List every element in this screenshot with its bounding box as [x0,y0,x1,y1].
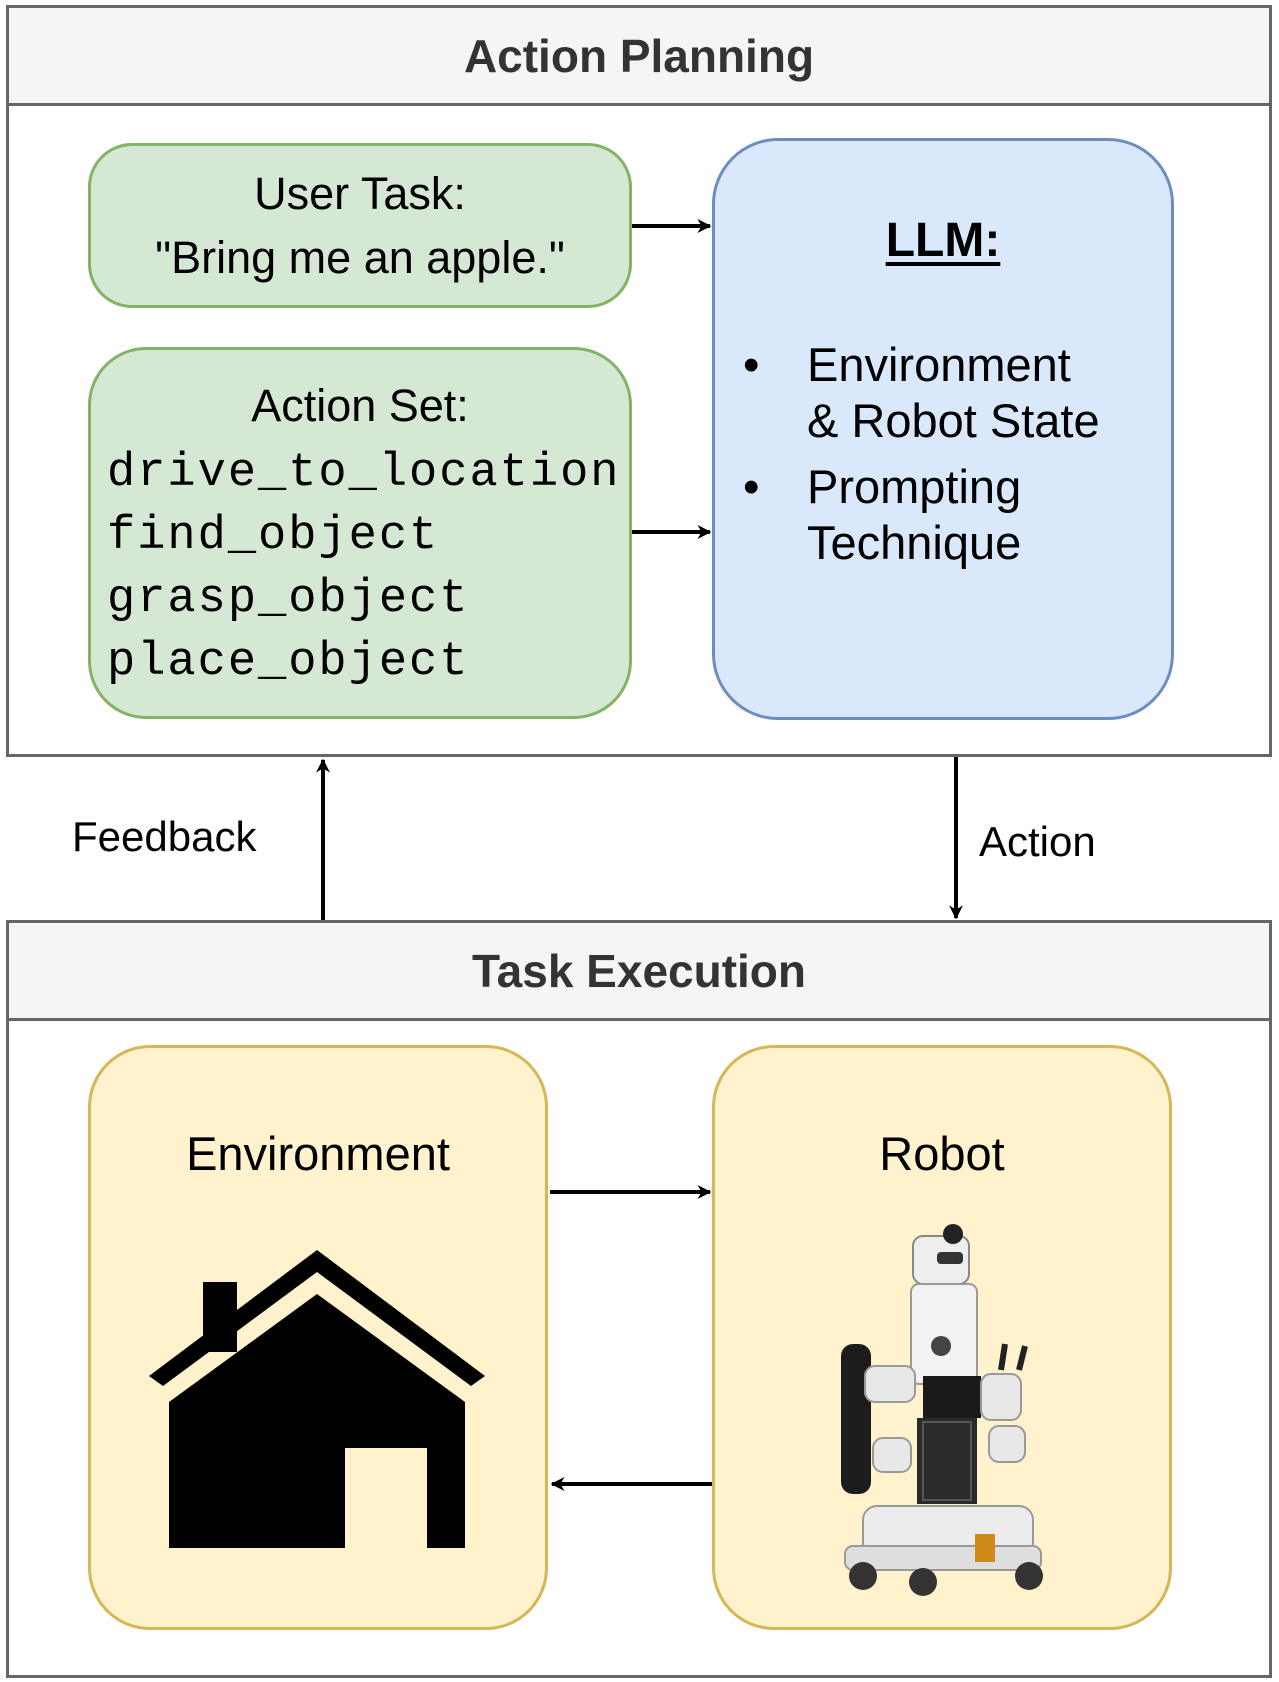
feedback-label: Feedback [72,813,257,860]
house-icon [149,1250,485,1548]
action-item: place_object [107,636,470,689]
robot-icon [841,1224,1043,1596]
action-item: find_object [107,510,440,563]
environment-box: Environment [88,1045,548,1630]
user-task-box: User Task: "Bring me an apple." [88,143,632,308]
robot-title: Robot [879,1127,1005,1180]
llm-title: LLM: [885,214,1001,267]
task-execution-header: Task Execution [9,923,1269,1021]
bullet-icon: • [743,460,760,513]
llm-item-line: Prompting [807,460,1022,513]
environment-title: Environment [186,1127,450,1180]
llm-item-line: Technique [807,516,1022,569]
action-set-box: Action Set: drive_to_location find_objec… [88,347,632,719]
user-task-text: "Bring me an apple." [155,231,565,283]
action-label: Action [979,818,1096,865]
bullet-icon: • [743,338,760,391]
action-planning-header: Action Planning [9,8,1269,106]
action-item: grasp_object [107,573,470,626]
llm-item-line: & Robot State [807,394,1100,447]
action-set-list: drive_to_location find_object grasp_obje… [107,442,620,694]
user-task-label: User Task: [254,167,466,219]
llm-item-line: Environment [807,338,1071,391]
action-set-title: Action Set: [251,380,469,431]
action-item: drive_to_location [107,447,621,500]
robot-box: Robot [712,1045,1172,1630]
llm-box: LLM: • Environment & Robot State • Promp… [712,138,1174,720]
